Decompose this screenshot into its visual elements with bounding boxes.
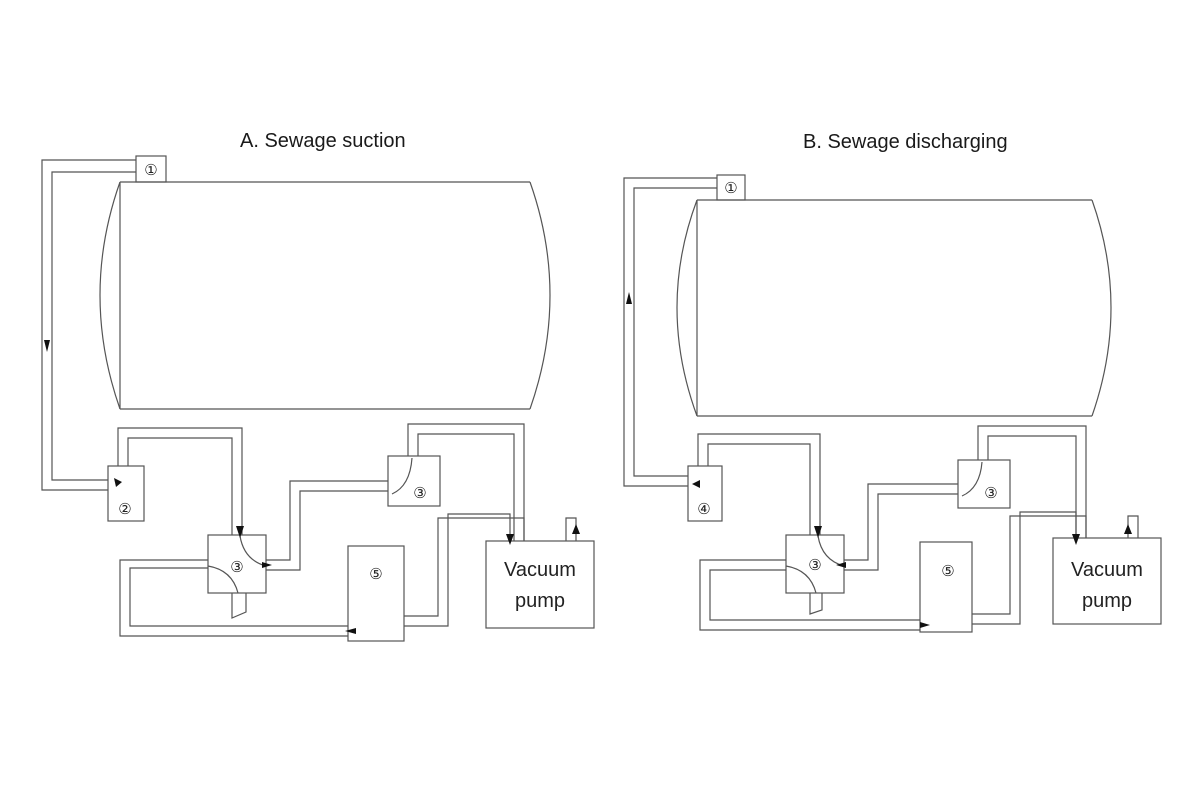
pipe-right-to-pump-a — [407, 423, 525, 541]
vacuum-pump-label-a-line1: Vacuum — [504, 559, 576, 581]
pipe-left-a — [41, 159, 136, 491]
valve-center-label-b: ③ — [808, 557, 821, 574]
vacuum-pump-label-b-line1: Vacuum — [1071, 559, 1143, 581]
unit-5-box-a — [347, 545, 405, 642]
unit-5-label-b: ⑤ — [941, 563, 954, 580]
valve-right-box-a — [387, 455, 441, 507]
tank-a — [99, 181, 551, 410]
valve-right-label-a: ③ — [413, 485, 426, 502]
flow-arrows-a — [44, 340, 580, 634]
pipe-left-b — [623, 177, 717, 487]
panel-b-title: B. Sewage discharging — [803, 131, 1008, 153]
valve-2-box-a — [107, 465, 145, 522]
valve-1-box-a — [135, 155, 167, 183]
panel-sewage-suction — [41, 155, 595, 642]
valve-right-box-b — [957, 459, 1011, 509]
valve-4-label-b: ④ — [697, 501, 710, 518]
valve-center-label-a: ③ — [230, 559, 243, 576]
vacuum-pump-label-b-line2: pump — [1082, 590, 1132, 612]
valve-2-label-a: ② — [118, 501, 131, 518]
pipe-valve2-to-center-a — [117, 427, 243, 535]
valve-1-label-a: ① — [144, 162, 157, 179]
pipe-valve4-to-center-b — [697, 433, 821, 535]
vacuum-pump-box-a — [485, 540, 595, 629]
flow-arrows-b — [626, 292, 1132, 628]
valve-1-label-b: ① — [724, 180, 737, 197]
pipe-loop-b — [699, 559, 920, 631]
valve-right-label-b: ③ — [984, 485, 997, 502]
pipe-right-to-pump-b — [977, 425, 1087, 538]
panel-a-title: A. Sewage suction — [240, 130, 406, 152]
pipe-center-to-right-a — [266, 480, 388, 571]
vacuum-pump-box-b — [1052, 537, 1162, 625]
tank-b — [676, 199, 1112, 417]
pipe-loop-a — [119, 559, 348, 637]
pipe-center-to-right-b — [844, 483, 958, 571]
unit-5-label-a: ⑤ — [369, 566, 382, 583]
vacuum-pump-label-a-line2: pump — [515, 590, 565, 612]
panel-sewage-discharging — [623, 174, 1162, 633]
unit-5-box-b — [919, 541, 973, 633]
valve-4-box-b — [687, 465, 723, 522]
